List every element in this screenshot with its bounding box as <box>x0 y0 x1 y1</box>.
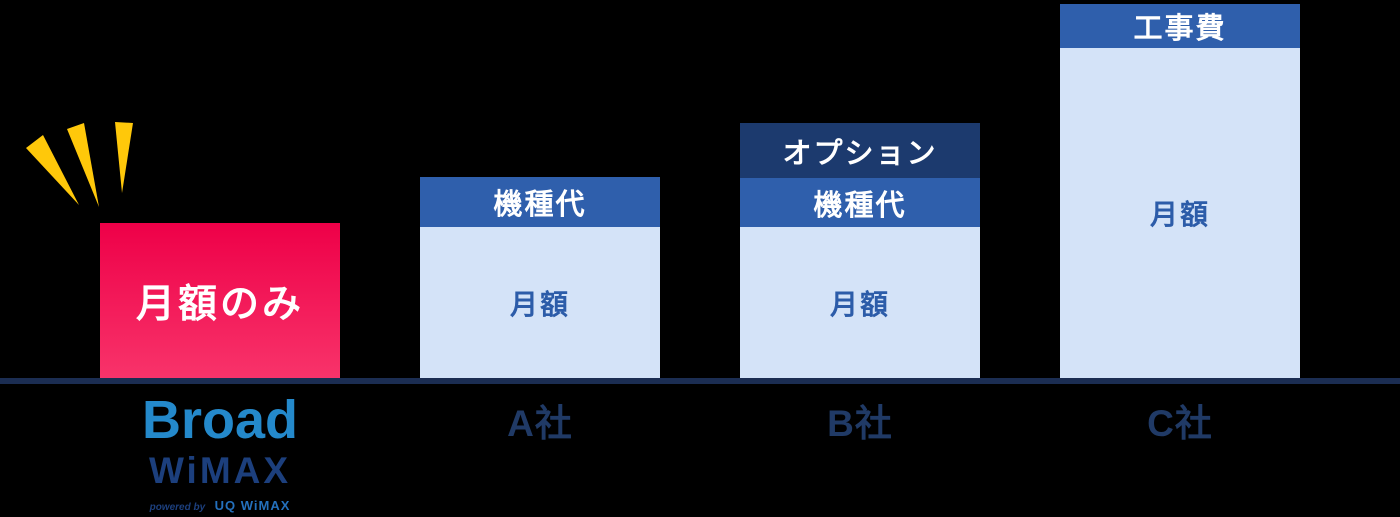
uq-wimax-logo-text: UQ WiMAX <box>214 498 291 513</box>
bar-B社: オプション機種代月額 <box>740 123 980 378</box>
emphasis-rays-icon <box>26 122 133 207</box>
ray-right <box>115 122 133 193</box>
segment-label: 工事費 <box>1133 13 1227 45</box>
segment-label: 月額 <box>1149 199 1210 230</box>
segment-label: 月額のみ <box>135 282 304 326</box>
ray-middle <box>67 123 99 207</box>
bar-segment: 月額 <box>1060 48 1300 378</box>
segment-label: 機種代 <box>493 189 587 221</box>
bar-broad-wimax: 月額のみ <box>100 223 340 378</box>
ray-left <box>26 135 79 205</box>
bar-A社: 機種代月額 <box>420 177 660 378</box>
brand-logo-broad-wimax: Broad WiMAX powered by UQ WiMAX <box>100 393 340 514</box>
segment-label: 月額 <box>509 288 570 320</box>
segment-label: オプション <box>782 137 938 170</box>
segment-label: 機種代 <box>813 189 907 222</box>
brand-powered-by-line: powered by UQ WiMAX <box>100 498 340 514</box>
bar-segment: 工事費 <box>1060 4 1300 48</box>
bar-segment: 機種代 <box>420 177 660 227</box>
bar-C社: 工事費月額 <box>1060 4 1300 378</box>
powered-by-text: powered by <box>149 502 206 513</box>
brand-broad-text: Broad <box>141 390 298 450</box>
baseline-axis <box>0 378 1400 384</box>
bar-segment: 月額 <box>740 227 980 378</box>
segment-label: 月額 <box>829 288 890 320</box>
bar-segment: オプション <box>740 123 980 178</box>
bar-segment: 月額のみ <box>100 223 340 378</box>
x-label-company-a: A社 <box>507 403 573 444</box>
bar-segment: 月額 <box>420 227 660 378</box>
bar-segment: 機種代 <box>740 178 980 227</box>
x-label-company-c: C社 <box>1147 403 1213 444</box>
brand-wimax-text: WiMAX <box>148 450 292 491</box>
x-label-company-b: B社 <box>827 403 893 444</box>
